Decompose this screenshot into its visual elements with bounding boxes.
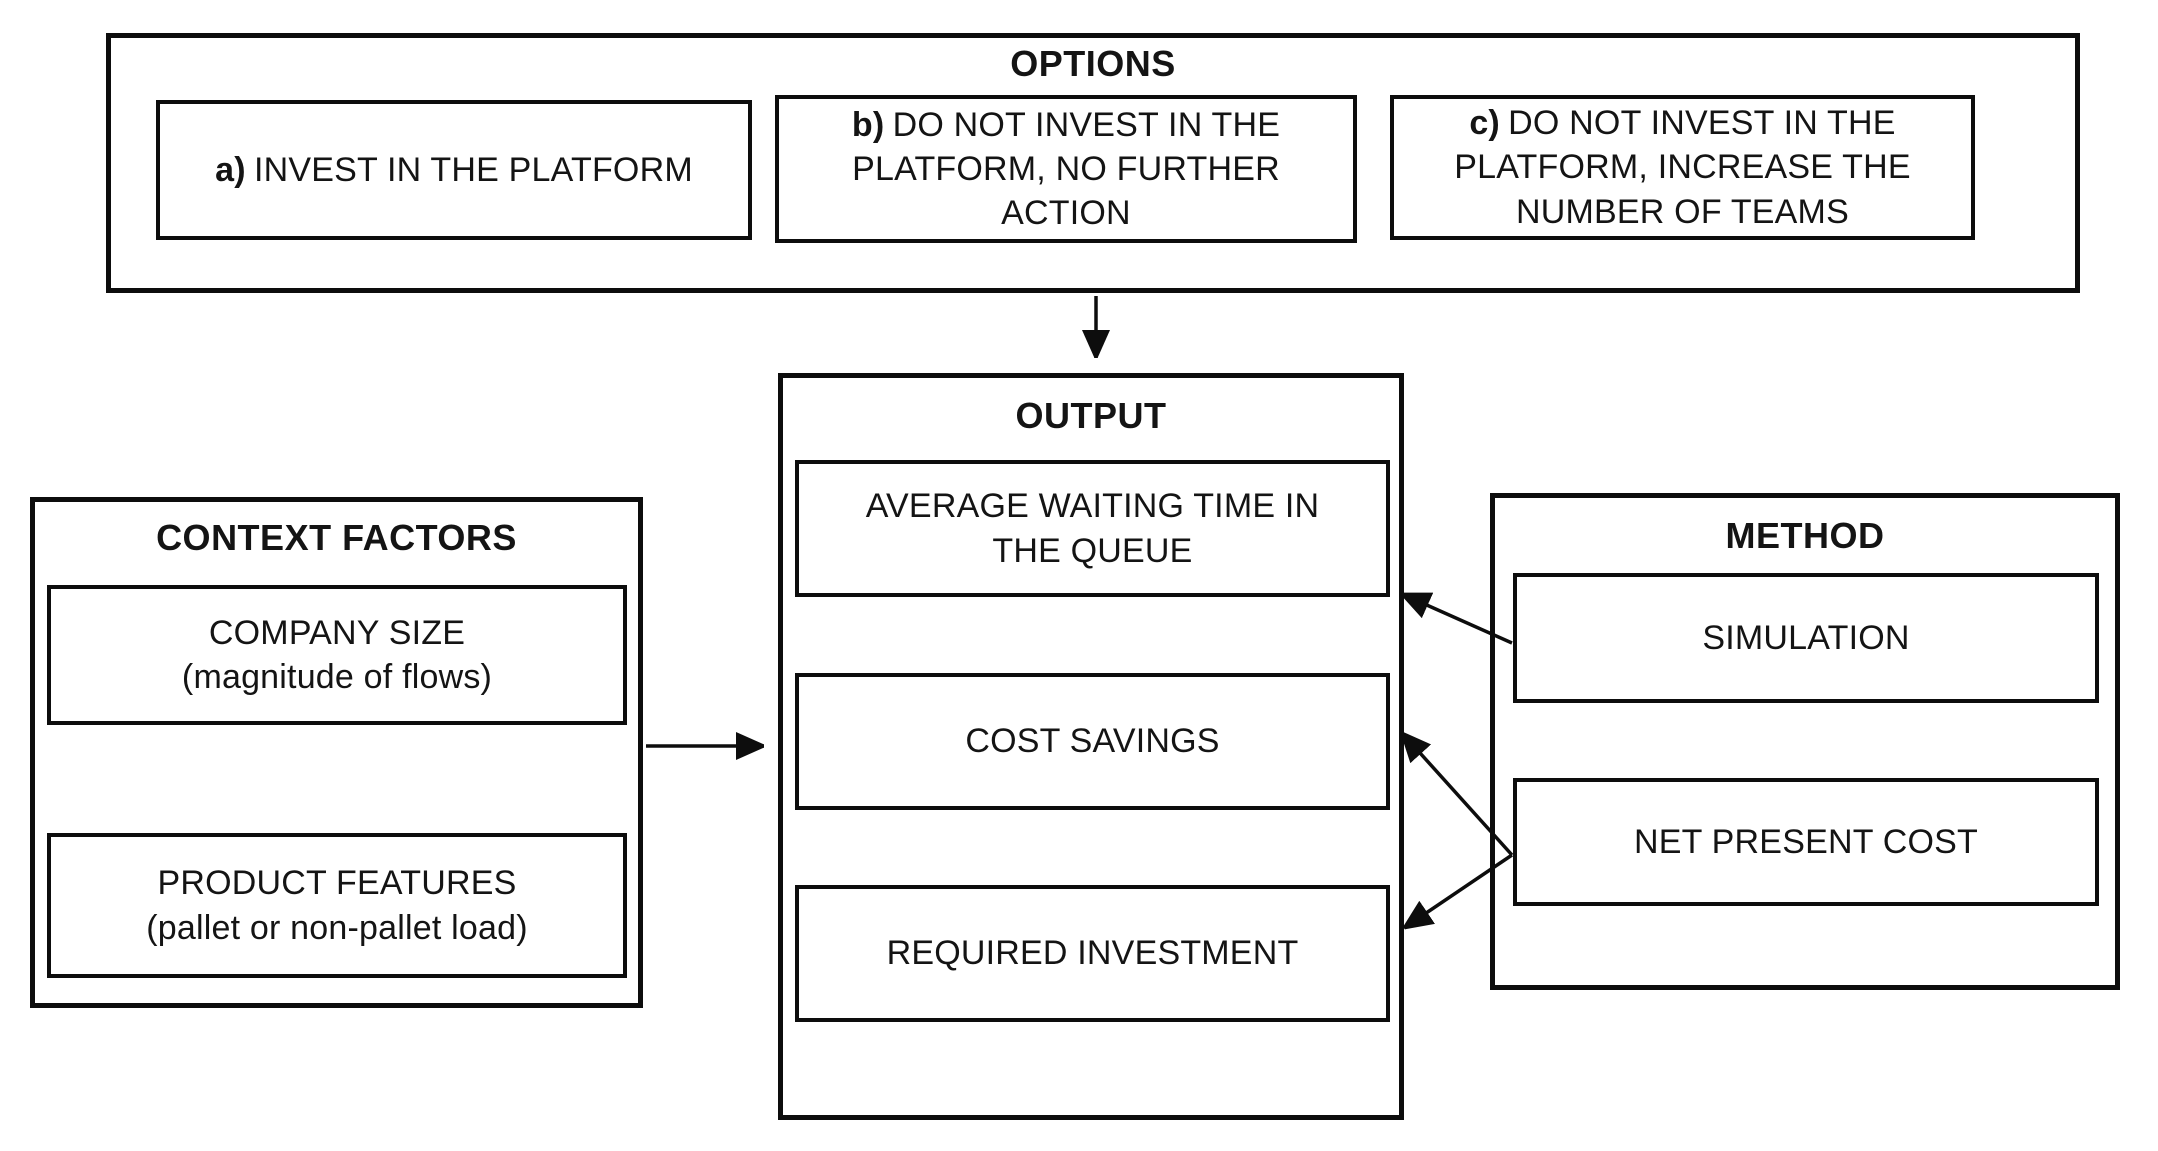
option-c-box: c)DO NOT INVEST IN THE PLATFORM, INCREAS… — [1390, 95, 1975, 240]
product-features-label: PRODUCT FEATURES (pallet or non-pallet l… — [146, 864, 528, 947]
cost-savings-box: COST SAVINGS — [795, 673, 1390, 810]
option-a-text: INVEST IN THE PLATFORM — [253, 150, 693, 189]
simulation-box: SIMULATION — [1513, 573, 2099, 703]
option-c-text-line1: DO NOT INVEST IN THE — [1508, 104, 1896, 143]
method-group-title: METHOD — [1725, 515, 1885, 556]
output-group-title: OUTPUT — [1015, 395, 1167, 436]
required-investment-label: REQUIRED INVESTMENT — [886, 934, 1299, 973]
option-c-prefix: c) — [1469, 104, 1500, 143]
net-present-cost-label: NET PRESENT COST — [1634, 822, 1978, 861]
average-waiting-time-box: AVERAGE WAITING TIME IN THE QUEUE — [795, 460, 1390, 597]
option-b-prefix: b) — [851, 105, 885, 144]
cost-savings-label: COST SAVINGS — [965, 722, 1220, 761]
option-a-prefix: a) — [215, 150, 246, 189]
option-b-text-line2: PLATFORM, NO FURTHER — [852, 149, 1280, 188]
simulation-label: SIMULATION — [1702, 618, 1910, 657]
required-investment-box: REQUIRED INVESTMENT — [795, 885, 1390, 1022]
option-a-label: a)INVEST IN THE PLATFORM — [215, 148, 693, 192]
product-features-box: PRODUCT FEATURES (pallet or non-pallet l… — [47, 833, 627, 978]
option-b-text-line3: ACTION — [1001, 194, 1131, 233]
options-group-title: OPTIONS — [1010, 43, 1176, 84]
company-size-label: COMPANY SIZE (magnitude of flows) — [181, 613, 493, 696]
net-present-cost-box: NET PRESENT COST — [1513, 778, 2099, 906]
option-a-box: a)INVEST IN THE PLATFORM — [156, 100, 752, 240]
option-c-text-line3: NUMBER OF TEAMS — [1516, 192, 1849, 231]
option-b-box: b)DO NOT INVEST IN THE PLATFORM, NO FURT… — [775, 95, 1357, 243]
method-group-box — [1490, 493, 2120, 990]
option-c-label: c)DO NOT INVEST IN THE PLATFORM, INCREAS… — [1454, 101, 1911, 234]
company-size-box: COMPANY SIZE (magnitude of flows) — [47, 585, 627, 725]
option-b-text-line1: DO NOT INVEST IN THE — [892, 105, 1281, 144]
average-waiting-time-label: AVERAGE WAITING TIME IN THE QUEUE — [865, 487, 1320, 570]
context-factors-group-title: CONTEXT FACTORS — [156, 517, 517, 558]
option-b-label: b)DO NOT INVEST IN THE PLATFORM, NO FURT… — [852, 103, 1280, 236]
option-c-text-line2: PLATFORM, INCREASE THE — [1454, 148, 1911, 187]
